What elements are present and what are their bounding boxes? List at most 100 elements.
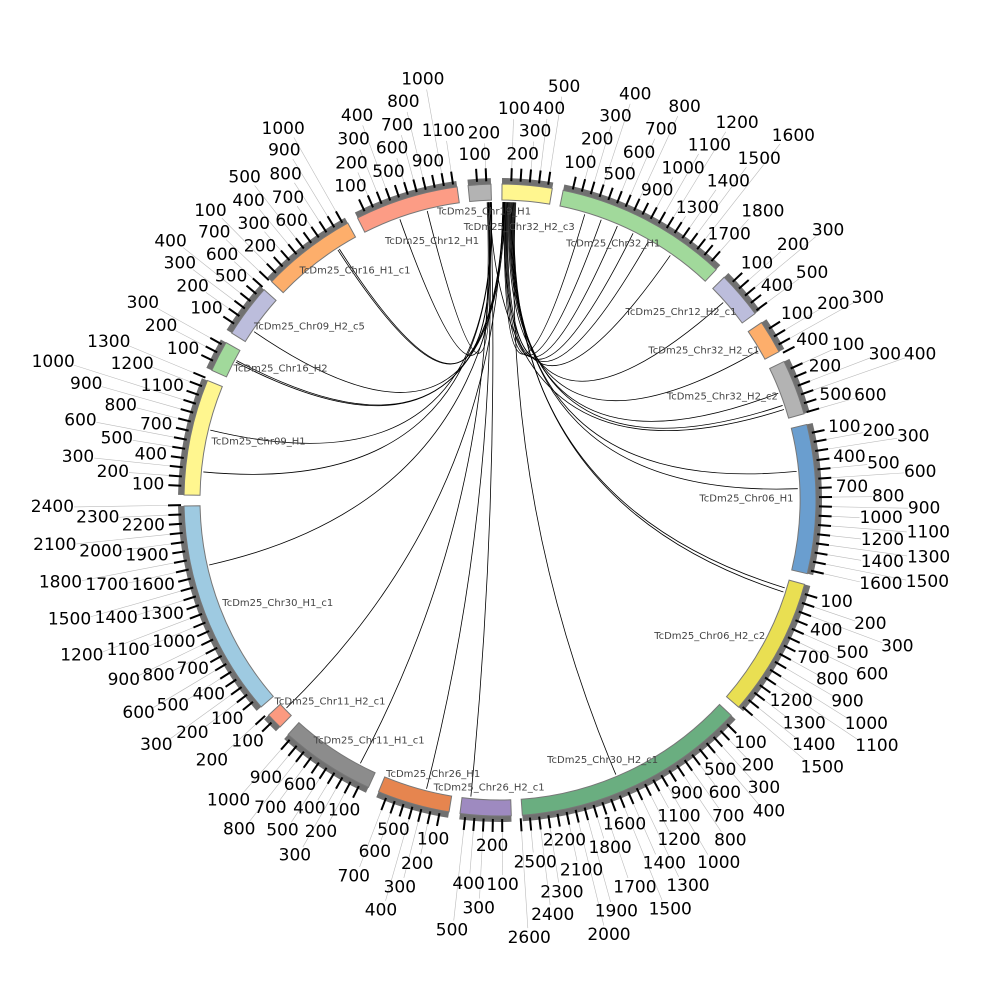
leader-line [802,348,834,364]
tick-mark [798,610,812,618]
segment[interactable] [168,371,223,496]
tick-label: 200 [809,357,841,377]
segment[interactable] [280,721,376,799]
segment[interactable] [376,776,453,827]
segment-band[interactable] [790,423,817,575]
leader-line [587,820,611,903]
tick-label: 200 [854,614,886,634]
tick-mark [450,171,455,185]
leader-line [469,830,474,874]
leader-line [446,140,452,172]
tick-label: 2100 [33,535,76,555]
tick-mark [326,772,336,785]
tick-label: 2300 [540,882,583,902]
segment[interactable] [266,210,357,294]
tick-mark [168,513,182,517]
segment-band[interactable] [712,276,756,324]
tick-label: 500 [436,920,468,940]
tick-label: 700 [381,115,413,135]
leader-line [76,533,170,545]
segment-band[interactable] [287,721,376,788]
tick-label: 700 [254,798,286,818]
tick-band [784,358,810,414]
tick-mark [205,646,218,655]
leader-line [328,793,345,824]
tick-label: 1300 [907,547,950,567]
leader-line [293,137,337,212]
tick-label: 1800 [588,838,631,858]
segment-band[interactable] [231,289,277,343]
segment-band[interactable] [183,505,274,708]
tick-mark [175,568,189,574]
tick-mark [196,630,210,638]
segment[interactable] [168,504,274,711]
segment-label: TcDm25_Chr12_H2_c1 [625,307,737,318]
tick-mark [817,533,831,537]
leader-line [379,813,391,843]
tick-mark [627,791,635,805]
segment-band[interactable] [559,189,717,282]
leader-line [521,831,529,929]
tick-label: 1700 [613,877,656,897]
segment-band[interactable] [467,183,492,203]
segment-band[interactable] [747,321,780,360]
link-chord [210,202,492,444]
segment-band[interactable] [501,183,553,205]
links-layer [203,202,798,797]
tick-label: 200 [401,854,433,874]
tick-label: 200 [468,123,500,143]
leader-line [396,158,405,183]
segment-band[interactable] [377,776,453,813]
segment-band[interactable] [459,797,512,817]
segment[interactable] [747,319,795,360]
tick-label: 2400 [531,905,574,925]
leader-line [359,148,378,192]
segment[interactable] [519,703,737,832]
segment-band[interactable] [725,579,806,708]
segment[interactable] [459,797,512,832]
segment-band[interactable] [267,703,292,728]
tick-label: 200 [145,316,177,336]
tick-mark [318,767,328,780]
link-chord [508,202,759,401]
segment[interactable] [222,270,277,343]
leader-line [128,345,194,373]
segment[interactable] [501,168,554,205]
tick-label: 500 [704,760,736,780]
tick-mark [180,408,194,414]
leader-line [704,143,781,240]
leader-line [362,125,387,189]
tick-mark [547,815,552,829]
tick-label: 1700 [85,575,128,595]
segment-band[interactable] [356,186,460,233]
tick-mark [818,514,832,518]
segment-band[interactable] [270,222,357,294]
segment[interactable] [467,168,492,203]
segment-band[interactable] [183,379,223,496]
segment[interactable] [790,422,832,576]
tick-mark [183,398,197,405]
segment[interactable] [725,579,818,717]
tick-mark [295,237,305,250]
tick-mark [660,774,669,787]
segment[interactable] [200,337,241,378]
segment[interactable] [254,703,292,733]
leader-line [453,829,465,921]
segment[interactable] [768,358,820,419]
tick-label: 800 [668,97,700,117]
leader-line [420,823,428,855]
segment-band[interactable] [520,703,732,816]
segment-band[interactable] [211,341,241,378]
tick-mark [287,243,298,255]
tick-label: 900 [908,498,940,518]
tick-mark [266,262,277,274]
segment-band[interactable] [768,360,805,419]
segment-label: TcDm25_Chr26_H1 [385,769,480,780]
leader-line [175,330,206,347]
segment[interactable] [559,176,721,282]
tick-label: 200 [581,129,613,149]
tick-label: 1300 [676,198,719,218]
link-chord [509,202,779,422]
segment[interactable] [354,171,460,233]
segment[interactable] [712,272,768,324]
